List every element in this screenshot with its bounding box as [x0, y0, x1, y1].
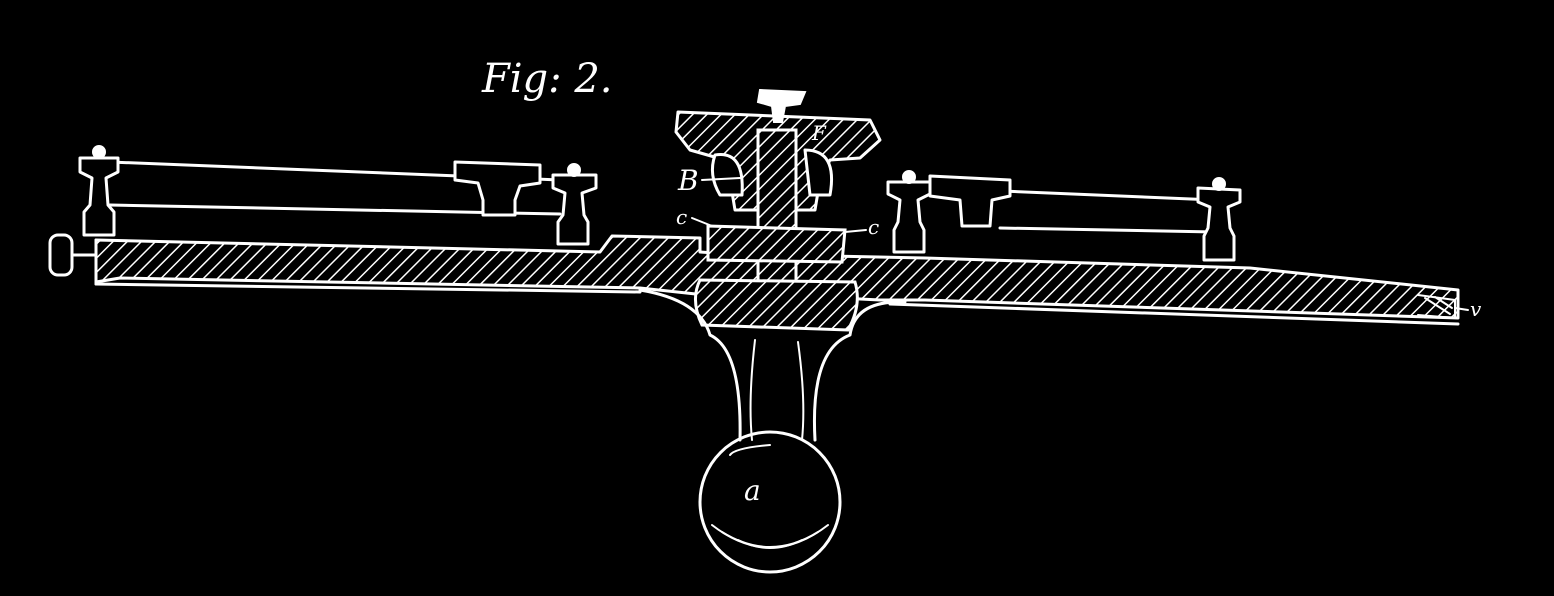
label-c-left: c: [676, 205, 687, 229]
label-c-right: c: [868, 215, 879, 239]
end-knob: [48, 233, 98, 277]
stem-and-ball: [638, 288, 907, 574]
label-F: F: [811, 121, 827, 145]
label-v: v: [1470, 297, 1482, 321]
label-B: B: [677, 164, 699, 197]
figure-title: Fig: 2.: [481, 56, 613, 102]
left-rod-assembly: [78, 145, 598, 246]
label-a: a: [744, 474, 761, 507]
right-rod-assembly: [886, 170, 1242, 262]
central-hub: [674, 88, 882, 332]
